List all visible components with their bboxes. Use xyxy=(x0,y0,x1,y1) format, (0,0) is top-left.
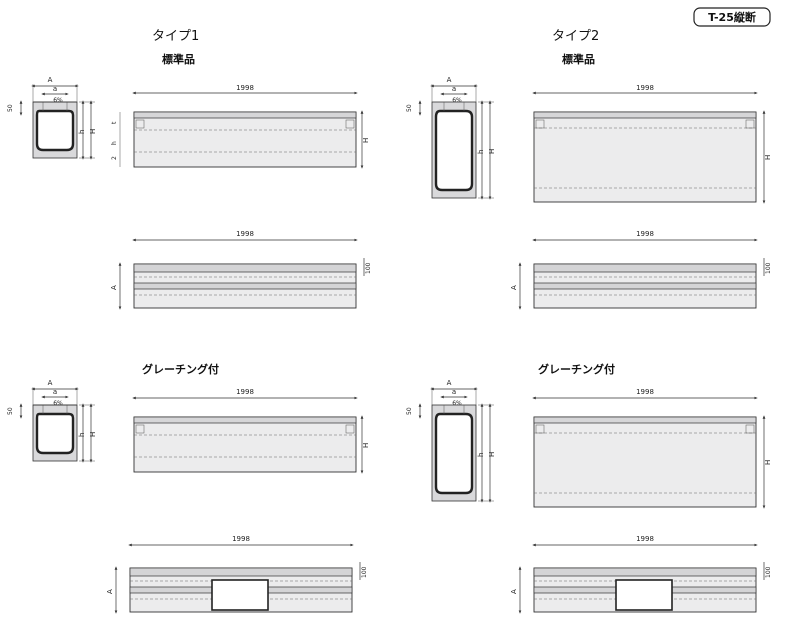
type1-grating-elevation: 1998 H xyxy=(132,388,370,474)
type-code-badge: T-25縦断 xyxy=(693,7,771,27)
svg-text:a: a xyxy=(452,85,456,93)
type1-grating-opening xyxy=(211,579,269,611)
svg-text:6%: 6% xyxy=(452,400,462,407)
svg-text:H: H xyxy=(362,138,370,143)
type2-grating-plan: 1998 A 100 xyxy=(510,535,772,614)
svg-text:h: h xyxy=(111,141,118,145)
type2-standard-elevation: 1998 H xyxy=(532,84,772,204)
badge-text: T-25縦断 xyxy=(708,10,756,24)
type2-std-length: 1998 xyxy=(636,84,654,92)
svg-text:h: h xyxy=(78,130,86,134)
svg-text:t: t xyxy=(111,121,118,124)
svg-text:a: a xyxy=(53,388,57,396)
svg-text:H: H xyxy=(488,452,496,457)
type1-standard-label: 標準品 xyxy=(162,52,195,66)
type2-grating-elevation: 1998 H xyxy=(532,388,772,509)
svg-text:h: h xyxy=(477,150,485,154)
type1-grating-label: グレーチング付 xyxy=(142,362,219,376)
svg-text:H: H xyxy=(362,443,370,448)
type2-standard-plan: 1998 A 100 xyxy=(510,230,772,310)
svg-text:6%: 6% xyxy=(53,97,63,104)
svg-text:A: A xyxy=(48,76,53,84)
type1-standard-elevation: 1998 H t h 2 xyxy=(111,84,370,169)
svg-text:A: A xyxy=(106,589,114,594)
type1-grt-length: 1998 xyxy=(236,388,254,396)
svg-text:h: h xyxy=(477,453,485,457)
type2-grating-opening xyxy=(615,579,673,611)
svg-text:H: H xyxy=(488,149,496,154)
svg-text:100: 100 xyxy=(765,262,772,274)
type1-standard-section: A a 6% 50 h H xyxy=(7,76,97,158)
svg-text:50: 50 xyxy=(7,407,14,415)
type1-std-length: 1998 xyxy=(236,84,254,92)
type2-title: タイプ2 xyxy=(552,29,599,44)
svg-text:2: 2 xyxy=(111,156,118,160)
type2-standard-label: 標準品 xyxy=(562,52,595,66)
svg-text:50: 50 xyxy=(406,104,413,112)
svg-text:A: A xyxy=(447,76,452,84)
svg-text:50: 50 xyxy=(406,407,413,415)
svg-text:A: A xyxy=(447,379,452,387)
svg-text:A: A xyxy=(48,379,53,387)
svg-text:H: H xyxy=(764,460,772,465)
svg-text:100: 100 xyxy=(765,566,772,578)
type2-grt-plan-length: 1998 xyxy=(636,535,654,543)
svg-text:6%: 6% xyxy=(452,97,462,104)
type2-grating-section: A a 6% 50 h H xyxy=(406,379,496,501)
type2-standard-section: A a 6% 50 h H xyxy=(406,76,496,198)
type1-std-plan-length: 1998 xyxy=(236,230,254,238)
type2-grating-label: グレーチング付 xyxy=(538,362,615,376)
svg-text:H: H xyxy=(89,432,97,437)
type2-std-plan-length: 1998 xyxy=(636,230,654,238)
svg-text:A: A xyxy=(510,589,518,594)
svg-text:a: a xyxy=(53,85,57,93)
svg-text:A: A xyxy=(510,285,518,290)
type1-grating-section: A a 6% 50 h H xyxy=(7,379,97,461)
svg-text:6%: 6% xyxy=(53,400,63,407)
svg-text:100: 100 xyxy=(361,566,368,578)
svg-text:H: H xyxy=(89,129,97,134)
type1-grt-plan-length: 1998 xyxy=(232,535,250,543)
svg-text:h: h xyxy=(78,433,86,437)
svg-text:50: 50 xyxy=(7,104,14,112)
svg-text:a: a xyxy=(452,388,456,396)
type1-standard-plan: 1998 A 100 xyxy=(110,230,372,310)
svg-text:100: 100 xyxy=(365,262,372,274)
type2-grt-length: 1998 xyxy=(636,388,654,396)
type1-title: タイプ1 xyxy=(152,29,199,44)
svg-text:A: A xyxy=(110,285,118,290)
type1-grating-plan: 1998 A 100 xyxy=(106,535,368,614)
svg-text:H: H xyxy=(764,155,772,160)
